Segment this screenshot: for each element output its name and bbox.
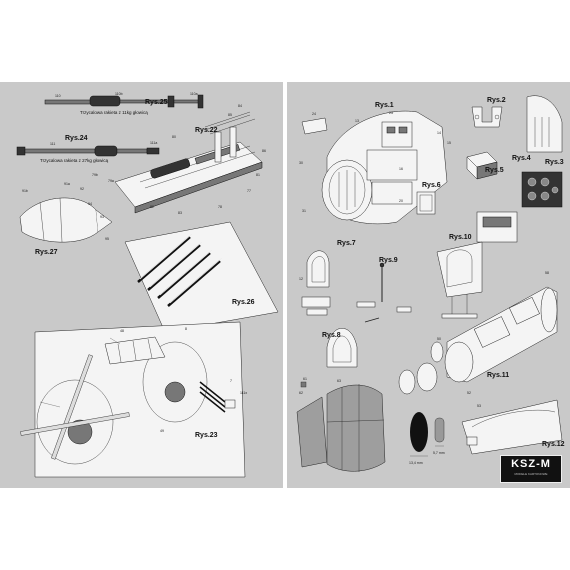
rys23-label: Rys.23 [195,432,218,439]
ksz-m-logo: KSZ-M MODELE KARTONOWE [500,455,562,483]
tag-110a: 110a [190,92,198,96]
tag-23: 23 [389,111,393,115]
seat-assembly-drawing [436,211,518,319]
rys10-label: Rys.10 [449,234,472,241]
tag-78: 78 [218,205,222,209]
rys5-label: Rys.5 [485,167,504,174]
dashboard-drawing [521,171,563,208]
seat-frame-parts-drawing [301,250,331,316]
rys11-label: Rys.11 [487,372,509,379]
rys3-label: Rys.3 [545,159,564,166]
rear-fuselage-drawing [461,399,563,455]
rys4-label: Rys.4 [512,155,531,162]
tag-12: 12 [299,277,303,281]
tag-79b: 79b [92,173,98,177]
fuselage-section-drawing [398,286,558,395]
tag-14: 14 [437,131,441,135]
tag-91b: 91b [22,189,28,193]
rocket-27kg-drawing [16,145,160,157]
tag-63: 63 [337,379,341,383]
rocket-rail-assembly-drawing [114,111,263,214]
tag-83: 83 [178,211,182,215]
tag-8: 8 [185,327,187,331]
rys7-label: Rys.7 [337,240,356,247]
tag-110b: 110b [115,92,123,96]
rocket-11kg-drawing [44,94,204,109]
wheel-parts-drawing [410,412,445,457]
right-page-drawing: Rys.1 24 23 Rys.2 Rys.3 [296,95,565,472]
tag-94: 94 [88,202,92,206]
seat-shell-drawing [326,328,358,368]
seat-back-drawing [416,191,436,215]
tag-95: 95 [105,237,109,241]
rys22-label: Rys.22 [195,127,218,134]
tag-92: 92 [80,187,84,191]
tag-111: 111 [50,142,55,146]
rys12-label: Rys.12 [542,441,565,448]
tag-86: 86 [262,149,266,153]
wing-rockets-drawing [124,221,279,333]
tag-62: 62 [299,391,303,395]
tag-49: 49 [160,429,164,433]
rys2-label: Rys.2 [487,97,506,104]
bracket-drawing [471,106,503,128]
tag-93: 93 [100,215,104,219]
instrument-panel-drawing [526,95,563,153]
tag-52: 52 [467,391,471,395]
left-page-drawing: Rys.25 Trzycalowa rakieta z 11kg głowicą… [16,92,279,478]
aircraft-nose-drawing [20,321,246,478]
tag-24: 24 [312,112,316,116]
rys6-label: Rys.6 [422,182,441,189]
tag-31: 31 [302,209,306,213]
logo-tagline: MODELE KARTONOWE [514,472,548,476]
dimension-width-a: 13,4 mm [409,461,423,465]
rys26-label: Rys.26 [232,299,255,306]
tag-77: 77 [247,189,251,193]
rys9-label: Rys.9 [379,257,398,264]
tag-58: 58 [545,271,549,275]
small-box-drawing [466,151,498,180]
logo-brand-text: KSZ-M [511,458,551,470]
tag-61: 61 [303,377,307,381]
rys27-label: Rys.27 [35,249,58,256]
rys1-label: Rys.1 [375,102,394,109]
rys25-label: Rys.25 [145,99,168,106]
tag-50: 50 [437,337,441,341]
rys24-label: Rys.24 [65,135,88,142]
drop-tank-drawing [19,197,113,243]
tag-7: 7 [230,379,232,383]
tag-110: 110 [55,94,61,98]
rys8-label: Rys.8 [322,332,341,339]
tag-82: 82 [150,205,154,209]
canopy-clear-parts-drawing [296,381,386,472]
tag-16: 16 [399,167,403,171]
tag-80: 80 [172,135,176,139]
rocket-11kg-caption: Trzycalowa rakieta z 11kg głowicą [80,110,148,115]
left-page: Rys.25 Trzycalowa rakieta z 11kg głowicą… [0,82,283,488]
tag-20: 20 [399,199,403,203]
tag-84: 84 [238,104,242,108]
tag-48: 48 [120,329,124,333]
tag-13: 13 [355,119,359,123]
tag-53: 53 [477,404,481,408]
right-page: Rys.1 24 23 Rys.2 Rys.3 [287,82,570,488]
tag-85: 85 [228,113,232,117]
wing-rocket-group [137,233,223,307]
tag-30: 30 [299,161,303,165]
tag-79a: 79a [108,179,114,183]
tag-81: 81 [256,173,260,177]
rocket-27kg-caption: Trzycalowa rakieta z 27kg głowicą [40,158,109,163]
lever-parts-drawing [356,262,412,323]
dimension-width-b: 5,7 mm [433,451,445,455]
tag-91a: 91a [64,182,70,186]
tag-111x: 111x [240,391,247,395]
tag-111a: 111a [150,141,157,145]
tag-15: 15 [447,141,451,145]
